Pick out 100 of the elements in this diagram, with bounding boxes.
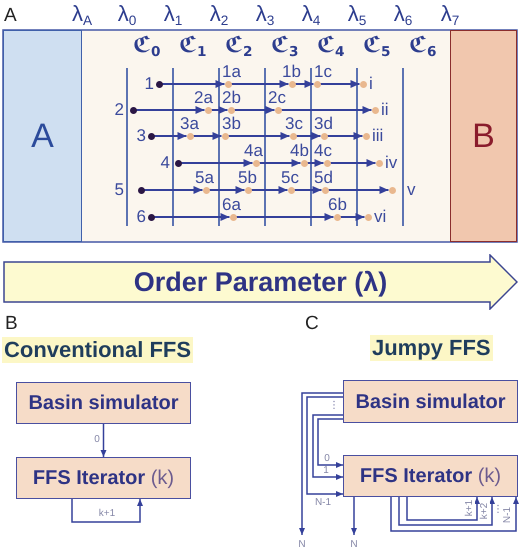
state-region [450, 30, 517, 242]
trajectory-arrow [228, 132, 290, 140]
trajectory-arrow [182, 159, 252, 167]
flow-arrow [312, 414, 343, 480]
process-box [343, 380, 518, 423]
edge-label: k+1 [98, 509, 116, 519]
point-label: iii [372, 126, 384, 144]
point-label: 6 [136, 208, 146, 225]
edge-label: 1 [322, 466, 330, 476]
ellipsis-mark: ⋮ [493, 505, 503, 515]
point-label: 5d [314, 169, 333, 186]
trajectory-arrow [340, 213, 364, 221]
point-label: iv [385, 154, 398, 170]
flow-arrow [306, 396, 343, 497]
trajectory-arrow [232, 80, 288, 88]
panel-heading: Conventional FFS [2, 337, 193, 363]
edge-label: N [349, 540, 359, 550]
panel-letter: B [5, 314, 18, 333]
flow-arrow [299, 392, 343, 535]
trajectory-arrow [282, 106, 372, 114]
process-box [16, 457, 191, 499]
point-label: v [407, 180, 416, 198]
box-label: FFS Iterator (k) [360, 465, 502, 487]
trajectory-arrow [154, 132, 186, 140]
point-label: 2b [222, 89, 241, 106]
point-label: 5c [281, 169, 299, 186]
edge-label: 0 [93, 435, 101, 445]
point-label: 1a [222, 63, 241, 80]
point-label: ii [381, 100, 389, 118]
flow-arrow [390, 497, 519, 532]
ellipsis-mark: ⋮ [329, 401, 339, 411]
point-label: 4 [160, 154, 170, 171]
point-label: 5b [238, 169, 257, 186]
point-label: 6a [222, 196, 241, 213]
lambda-label: λ$_{4}$ [302, 3, 320, 28]
interface-label: ℭ$_{4}$ [317, 35, 344, 60]
flow-arrow [317, 418, 343, 468]
trajectory-arrow [252, 186, 288, 194]
interface-label: ℭ$_{3}$ [271, 35, 298, 60]
point-label: 2 [114, 101, 124, 118]
point-label: 3d [314, 115, 333, 132]
trajectory-arrow [210, 186, 244, 194]
trajectory-arrow [236, 213, 334, 221]
trajectory-arrow [328, 132, 362, 140]
edge-label: N-1 [314, 498, 332, 508]
point-label: i [369, 74, 373, 92]
interface-label: ℭ$_{0}$ [133, 35, 160, 60]
lambda-label: λ$_{1}$ [164, 3, 182, 28]
flow-arrow [351, 497, 357, 535]
trajectory-arrow [154, 213, 230, 221]
process-box [343, 455, 518, 497]
point-label: 2c [268, 89, 286, 106]
point-label: 3c [285, 115, 303, 132]
point-label: 4c [314, 142, 332, 159]
trajectory-arrow [212, 106, 228, 114]
point-label: 3a [180, 115, 199, 132]
trajectory-arrow [162, 80, 224, 88]
trajectory-arrow [260, 159, 300, 167]
point-label: 6b [328, 196, 347, 213]
lambda-label: λ$_{6}$ [394, 3, 412, 28]
lambda-label: λ$_{0}$ [118, 3, 136, 28]
trajectory-arrow [294, 186, 322, 194]
interface-label: ℭ$_{5}$ [363, 35, 390, 60]
interface-label: ℭ$_{6}$ [409, 35, 436, 60]
trajectory-arrow [144, 186, 202, 194]
trajectory-arrow [136, 106, 204, 114]
point-label: 1c [314, 63, 332, 80]
point-label: vi [374, 208, 386, 224]
flow-arrow [398, 497, 495, 526]
point-label: 1 [144, 75, 154, 92]
point-label: 3 [136, 127, 146, 144]
region-label: A [31, 119, 54, 153]
state-region [3, 30, 82, 242]
trajectory-arrow [234, 106, 274, 114]
edge-label: k+2 [480, 502, 490, 520]
point-label: 5a [195, 169, 214, 186]
point-label: 3b [222, 115, 241, 132]
arrow-label: Order Parameter (λ) [134, 268, 388, 296]
edge-label: 0 [323, 454, 331, 464]
process-box [16, 382, 191, 424]
point-label: 1b [282, 63, 301, 80]
flow-arrow [406, 497, 480, 521]
panel-letter: C [305, 314, 319, 333]
interface-label: ℭ$_{1}$ [179, 35, 206, 60]
trajectory-arrow [194, 132, 222, 140]
panel-letter: A [4, 6, 17, 25]
lambda-label: λ$_{7}$ [440, 3, 460, 28]
point-label: 2a [194, 89, 213, 106]
interface-label: ℭ$_{2}$ [225, 35, 252, 60]
edge-label: k+1 [465, 498, 475, 518]
lambda-label: λ$_{3}$ [256, 3, 274, 28]
point-label: 5 [114, 181, 124, 198]
point-label: 4a [244, 142, 263, 159]
point-label: 4b [290, 142, 309, 159]
lambda-label: λ$_{A}$ [72, 3, 92, 28]
edge-label: N [297, 540, 307, 550]
trajectory-arrow [320, 80, 360, 88]
flow-arrow [71, 499, 143, 523]
order-parameter-arrow [3, 254, 518, 310]
trajectory-arrow [296, 132, 320, 140]
